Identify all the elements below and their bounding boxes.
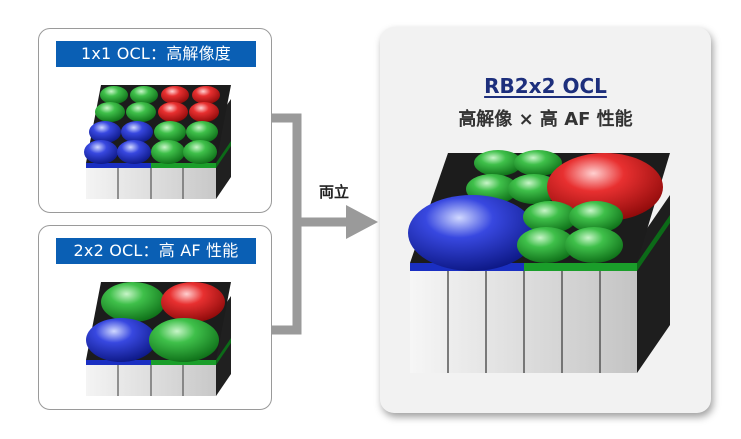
sensor-rb2x2-ocl-illustration (408, 150, 670, 373)
result-subtitle: 高解像 × 高 AF 性能 (458, 109, 633, 130)
panel-1x1-label: 1x1 OCL：高解像度 (56, 41, 256, 67)
arrow-head-icon (346, 205, 378, 239)
sensor-2x2-ocl-illustration (86, 282, 231, 396)
panel-2x2-label: 2x2 OCL：高 AF 性能 (56, 238, 256, 264)
panel-2x2-ocl: 2x2 OCL：高 AF 性能 (38, 225, 272, 410)
panel-1x1-ocl: 1x1 OCL：高解像度 (38, 28, 272, 213)
sensor-1x1-ocl-illustration (84, 85, 231, 199)
merge-label: 両立 (318, 183, 349, 201)
panel-rb2x2-ocl: RB2x2 OCL 高解像 × 高 AF 性能 (380, 27, 711, 413)
result-title: RB2x2 OCL (484, 74, 607, 98)
